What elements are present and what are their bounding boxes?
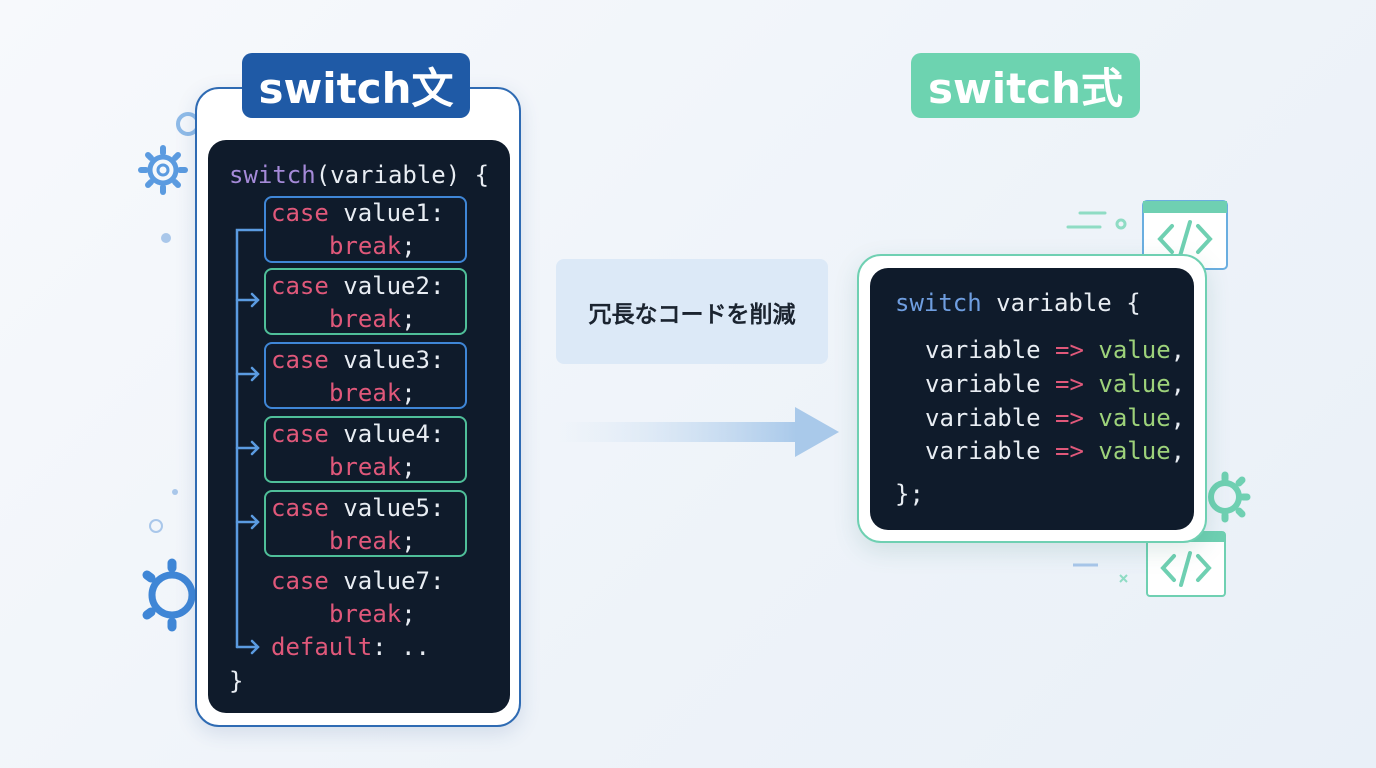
code-line-switch: switch(variable) { — [229, 161, 490, 189]
code-line-switch: switch variable { — [895, 289, 1141, 317]
code-line-case: case value4: — [271, 420, 445, 448]
gear-icon — [138, 145, 188, 195]
code-line-close: }; — [895, 480, 924, 508]
switch-expression-title: switch式 — [911, 53, 1140, 118]
code-line-case: case value7: — [271, 567, 445, 595]
case-box — [264, 196, 467, 263]
code-line-case: case value2: — [271, 272, 445, 300]
gear-icon — [142, 558, 196, 632]
code-line-default: default: .. — [271, 633, 430, 661]
case-box — [264, 268, 467, 335]
dot-decoration — [161, 233, 171, 243]
code-line-arm: variable => value, — [925, 336, 1186, 364]
code-line-break: break; — [329, 379, 416, 407]
case-box — [264, 342, 467, 409]
switch-expression-code-panel — [870, 268, 1194, 530]
fallthrough-bracket — [235, 228, 264, 655]
switch-statement-code-panel — [208, 140, 510, 713]
code-line-case: case value3: — [271, 346, 445, 374]
dot-decoration — [172, 489, 178, 495]
code-line-case: case value1: — [271, 199, 445, 227]
gear-icon — [1208, 471, 1251, 523]
code-line-arm: variable => value, — [925, 370, 1186, 398]
reduce-redundancy-label: 冗長なコードを削減 — [556, 259, 828, 364]
code-line-arm: variable => value, — [925, 404, 1186, 432]
arrow-right-icon — [555, 407, 839, 457]
case-box — [264, 490, 467, 557]
code-line-break: break; — [329, 453, 416, 481]
code-line-break: break; — [329, 305, 416, 333]
code-line-arm: variable => value, — [925, 437, 1186, 465]
code-window-icon — [1142, 200, 1228, 270]
code-line-break: break; — [329, 232, 416, 260]
code-line-close: } — [229, 667, 244, 695]
case-box — [264, 416, 467, 483]
ring-decoration — [149, 519, 163, 533]
code-line-break: break; — [329, 600, 416, 628]
switch-statement-title: switch文 — [242, 53, 470, 118]
code-line-break: break; — [329, 527, 416, 555]
code-line-case: case value5: — [271, 494, 445, 522]
